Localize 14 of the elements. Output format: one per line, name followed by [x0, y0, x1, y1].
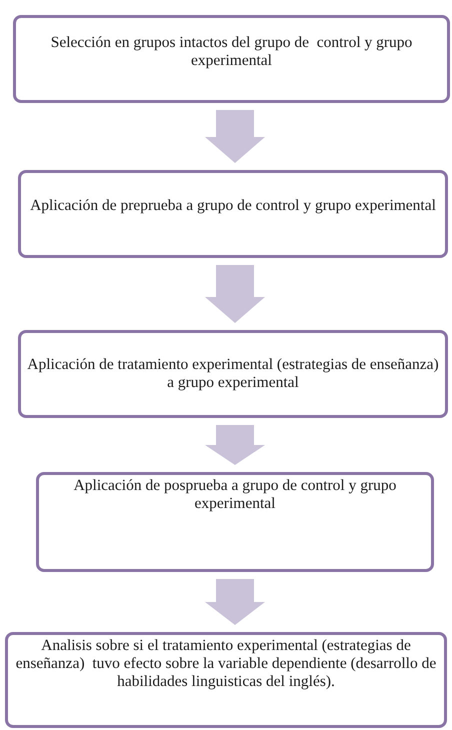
process-box: [5, 632, 447, 728]
process-box: [36, 472, 434, 572]
step-text: Aplicación de posprueba a grupo de control y grupo experimental: [72, 477, 398, 513]
step-text: Selección en grupos intactos del grupo de control y grupo experimental: [50, 34, 414, 70]
step-text: Aplicación de preprueba a grupo de control y grupo experimental: [30, 197, 436, 215]
process-box: [18, 330, 448, 418]
process-box: [13, 15, 450, 103]
block-arrow: [205, 265, 265, 323]
step-text: Aplicación de tratamiento experimental (estrategias de enseñanza) a grupo experimental: [26, 356, 440, 392]
block-arrow: [205, 579, 265, 625]
step-text: Analisis sobre si el tratamiento experimental (estrategias de enseñanza) tuvo efecto sobre la variable dependiente (desarrollo de habilidades linguisticas del inglés).: [14, 637, 438, 690]
block-arrow: [205, 425, 265, 465]
block-arrow: [205, 110, 265, 163]
process-box: [18, 170, 448, 258]
